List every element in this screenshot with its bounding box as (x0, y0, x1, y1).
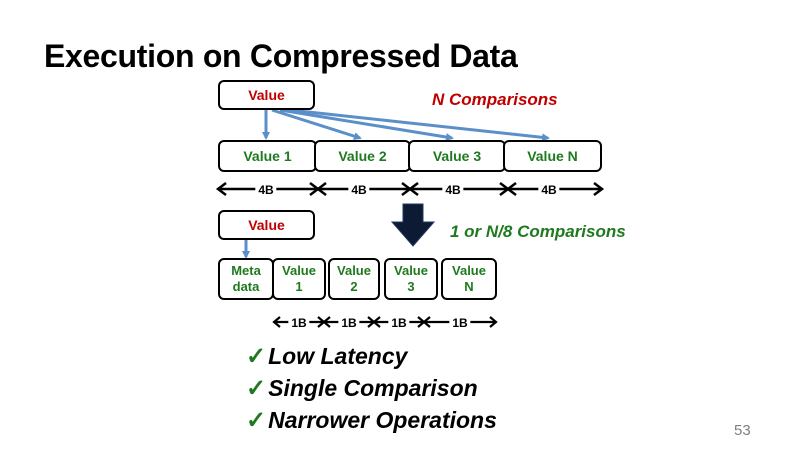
compare-arrow-3 (279, 108, 454, 141)
one-or-n8-comparisons-label: 1 or N/8 Comparisons (450, 222, 626, 241)
cell-n-line-2: N (464, 279, 474, 294)
meta-line-2: data (232, 279, 260, 294)
benefit-item: ✓ Low Latency (246, 340, 497, 372)
down-arrow-icon (390, 203, 436, 247)
cell-2-line-2: 2 (350, 279, 358, 294)
top-width-label-2: 4B (348, 183, 370, 197)
top-width-label-4: 4B (538, 183, 560, 197)
slide-title: Execution on Compressed Data (44, 38, 518, 74)
check-icon: ✓ (246, 342, 267, 370)
check-icon: ✓ (246, 374, 267, 402)
top-cell-value-n: Value N (503, 140, 602, 172)
top-cell-value-1: Value 1 (218, 140, 317, 172)
cell-1-line-2: 1 (295, 279, 303, 294)
top-cell-value-3: Value 3 (408, 140, 506, 172)
cell-3-line-2: 3 (407, 279, 415, 294)
cell-3-line-1: Value (394, 263, 428, 278)
bottom-width-label-4: 1B (449, 316, 471, 330)
bottom-cell-value-3: Value 3 (384, 258, 438, 300)
query-value-box-bottom: Value (218, 210, 315, 240)
benefit-item: ✓ Narrower Operations (246, 404, 497, 436)
bottom-cell-value-n: Value N (441, 258, 497, 300)
cell-2-line-1: Value (337, 263, 371, 278)
benefit-text: Narrower Operations (268, 406, 497, 433)
bottom-width-label-1: 1B (288, 316, 310, 330)
check-icon: ✓ (246, 406, 267, 434)
meta-line-1: Meta (231, 263, 261, 278)
benefit-item: ✓ Single Comparison (246, 372, 497, 404)
bottom-cell-value-2: Value 2 (328, 258, 380, 300)
slide-number: 53 (734, 422, 751, 439)
compare-arrow-4 (289, 108, 550, 142)
n-comparisons-label: N Comparisons (432, 90, 558, 109)
bottom-width-label-3: 1B (388, 316, 410, 330)
top-width-label-1: 4B (255, 183, 277, 197)
benefits-list: ✓ Low Latency ✓ Single Comparison ✓ Narr… (246, 340, 497, 436)
bottom-cell-value-1: Value 1 (272, 258, 326, 300)
cell-n-line-1: Value (452, 263, 486, 278)
top-width-label-3: 4B (442, 183, 464, 197)
meta-data-cell: Meta data (218, 258, 274, 300)
bottom-width-label-2: 1B (338, 316, 360, 330)
benefit-text: Single Comparison (268, 374, 478, 401)
benefit-text: Low Latency (268, 342, 408, 369)
top-cell-value-2: Value 2 (314, 140, 411, 172)
query-value-box-top: Value (218, 80, 315, 110)
cell-1-line-1: Value (282, 263, 316, 278)
compare-arrow-2 (271, 108, 362, 140)
